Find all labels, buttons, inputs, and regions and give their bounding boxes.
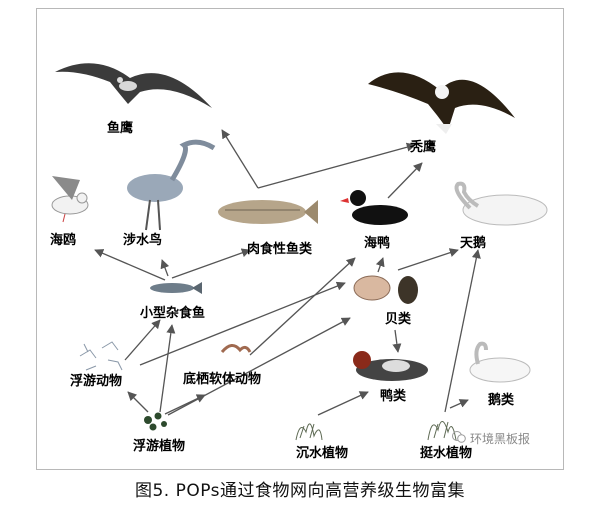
label-gull: 海鸥 (50, 232, 76, 248)
label-emergent-plants: 挺水植物 (420, 445, 472, 461)
watermark: 环境黑板报 (470, 432, 531, 446)
swan-picture (454, 181, 548, 226)
phytoplankton-picture (144, 412, 167, 431)
label-submerged-plants: 沉水植物 (296, 445, 348, 461)
submerged-plants-picture (295, 423, 323, 441)
emergent-plants-picture (427, 421, 457, 441)
arrow-smallfish-predfish (171, 248, 251, 279)
zooplankton-picture (79, 341, 123, 371)
label-zooplankton: 浮游动物 (70, 373, 122, 389)
label-goose: 鹅类 (488, 392, 515, 408)
label-phytoplankton: 浮游植物 (133, 438, 185, 454)
label-predatory-fish: 肉食性鱼类 (247, 241, 313, 257)
arrow-predfish-eagle (257, 142, 416, 189)
label-duck: 鸭类 (380, 388, 407, 404)
arrow-emergent-goose (449, 399, 469, 409)
bald-eagle-picture (368, 72, 515, 134)
arrow-zoo-shellfish (139, 281, 346, 366)
arrow-benthic-seaduck (249, 257, 356, 356)
osprey-picture (55, 63, 212, 108)
duck-picture (353, 351, 428, 381)
arrow-shellfish-duck (392, 329, 402, 353)
arrow-predfish-osprey (221, 129, 259, 189)
arrow-phyto-zoo (127, 391, 149, 413)
arrow-phyto-smallfish (159, 324, 176, 413)
label-small-fish: 小型杂食鱼 (140, 305, 205, 321)
arrow-seaduck-eagle (387, 162, 423, 199)
arrow-phyto-shellfish (167, 317, 351, 416)
label-swan: 天鹅 (460, 235, 486, 251)
arrow-shellfish-swan (397, 248, 459, 271)
label-osprey: 鱼鹰 (107, 120, 133, 136)
arrow-smallfish-gull (94, 249, 166, 281)
predatory-fish-picture (218, 200, 318, 224)
arrow-zoo-smallfish (124, 319, 161, 361)
shellfish-picture (353, 275, 418, 304)
gull-picture (51, 176, 89, 223)
arrow-smallfish-wader (160, 259, 170, 277)
label-bald-eagle: 秃鹰 (409, 139, 436, 155)
label-shellfish: 贝类 (385, 311, 412, 327)
label-sea-duck: 海鸭 (364, 235, 390, 251)
arrow-shellfish-seaduck (375, 257, 385, 273)
small-fish-picture (150, 282, 202, 294)
label-benthic-mollusks: 底栖软体动物 (183, 371, 261, 387)
sea-duck-picture (340, 190, 408, 225)
arrow-submerged-duck (317, 391, 369, 416)
wechat-icon (452, 431, 466, 443)
food-web-arrows (94, 129, 481, 416)
heron-picture (127, 139, 216, 231)
figure-caption: 图5. POPs通过食物网向高营养级生物富集 (134, 481, 466, 501)
arrow-emergent-swan (444, 249, 481, 413)
label-wading-bird: 涉水鸟 (123, 232, 162, 248)
goose-picture (469, 341, 531, 383)
benthic-mollusk-picture (220, 344, 252, 353)
